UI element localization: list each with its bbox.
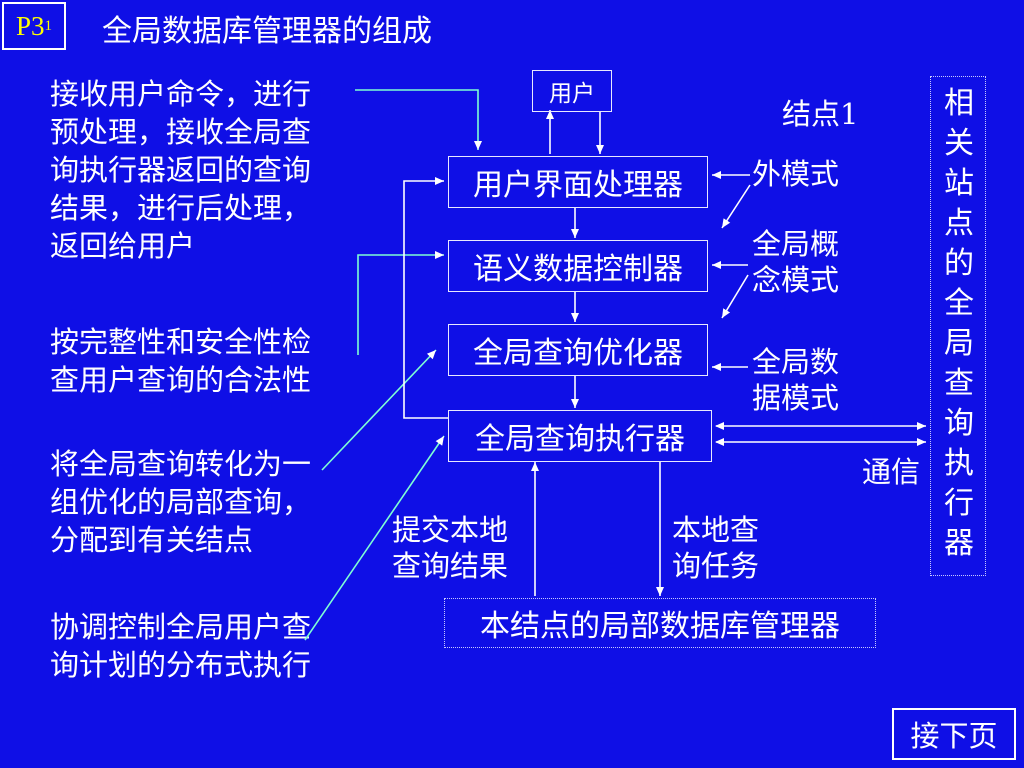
- note-line: 结果，进行后处理，: [50, 191, 312, 225]
- note-query-optimizer: 将全局查询转化为一 组优化的局部查询， 分配到有关结点: [50, 445, 311, 559]
- vertical-char: 行: [944, 486, 974, 521]
- communication-label: 通信: [862, 455, 921, 489]
- vertical-char: 执: [944, 446, 974, 481]
- global-data-schema-label: 全局数 据模式: [752, 344, 839, 416]
- note-line: 将全局查询转化为一: [50, 447, 312, 481]
- page-tag-sup: 1: [44, 17, 53, 34]
- note-line: 按完整性和安全性检: [50, 325, 312, 359]
- arrow-executor-to-ui: [403, 177, 448, 419]
- submit-results-label: 提交本地 查询结果: [392, 512, 508, 584]
- note-ui-processor: 接收用户命令，进行 预处理，接收全局查 询执行器返回的查询 结果，进行后处理， …: [50, 75, 311, 265]
- page-tag-main: P3: [15, 10, 45, 41]
- pointer-note-ui: [355, 89, 482, 150]
- note-line: 分配到有关结点: [50, 523, 254, 557]
- next-page-button[interactable]: 接下页: [892, 708, 1016, 760]
- flow-line: 查询结果: [392, 549, 509, 583]
- vertical-char: 查: [944, 366, 974, 401]
- ui-processor-box: 用户界面处理器: [448, 156, 708, 208]
- vertical-char: 点: [944, 206, 974, 241]
- note-line: 询计划的分布式执行: [50, 648, 312, 682]
- flow-line: 询任务: [672, 549, 760, 583]
- arrow-concept-schema-diag: [721, 274, 749, 319]
- note-line: 协调控制全局用户查: [50, 610, 312, 644]
- vertical-char: 关: [944, 126, 974, 161]
- query-optimizer-box: 全局查询优化器: [448, 324, 708, 376]
- schema-line: 念模式: [752, 263, 840, 297]
- schema-line: 全局数: [752, 345, 840, 379]
- note-line: 接收用户命令，进行: [50, 77, 312, 111]
- pointer-note-executor: [304, 435, 445, 641]
- local-dbms-box: 本结点的局部数据库管理器: [444, 598, 876, 648]
- note-query-executor: 协调控制全局用户查 询计划的分布式执行: [50, 608, 311, 684]
- vertical-char: 询: [944, 406, 974, 441]
- pointer-note-optimizer: [321, 349, 437, 471]
- local-tasks-label: 本地查 询任务: [672, 512, 759, 584]
- external-schema-label: 外模式: [752, 157, 840, 191]
- global-concept-schema-label: 全局概 念模式: [752, 226, 839, 298]
- user-box: 用户: [532, 70, 612, 112]
- schema-line: 据模式: [752, 381, 840, 415]
- arrow-external-schema-diag: [721, 184, 751, 229]
- note-line: 预处理，接收全局查: [50, 115, 312, 149]
- flow-line: 本地查: [672, 513, 760, 547]
- flow-line: 提交本地: [392, 513, 509, 547]
- query-executor-box: 全局查询执行器: [448, 410, 712, 462]
- vertical-char: 器: [944, 526, 974, 561]
- note-line: 查用户查询的合法性: [50, 363, 312, 397]
- pointer-note-semantic: [357, 251, 444, 355]
- vertical-char: 全: [944, 286, 974, 321]
- vertical-char: 站: [944, 166, 974, 201]
- vertical-char: 的: [944, 246, 974, 281]
- slide-title: 全局数据库管理器的组成: [102, 14, 432, 49]
- vertical-char: 局: [944, 326, 974, 361]
- semantic-controller-box: 语义数据控制器: [448, 240, 708, 292]
- note-line: 组优化的局部查询，: [50, 485, 312, 519]
- note-line: 返回给用户: [50, 229, 196, 263]
- node-label: 结点1: [782, 97, 859, 131]
- schema-line: 全局概: [752, 227, 840, 261]
- note-line: 询执行器返回的查询: [50, 153, 312, 187]
- vertical-char: 相: [944, 86, 974, 121]
- related-sites-box: 相 关 站 点 的 全 局 查 询 执 行 器: [930, 76, 986, 576]
- note-semantic-controller: 按完整性和安全性检 查用户查询的合法性: [50, 323, 311, 399]
